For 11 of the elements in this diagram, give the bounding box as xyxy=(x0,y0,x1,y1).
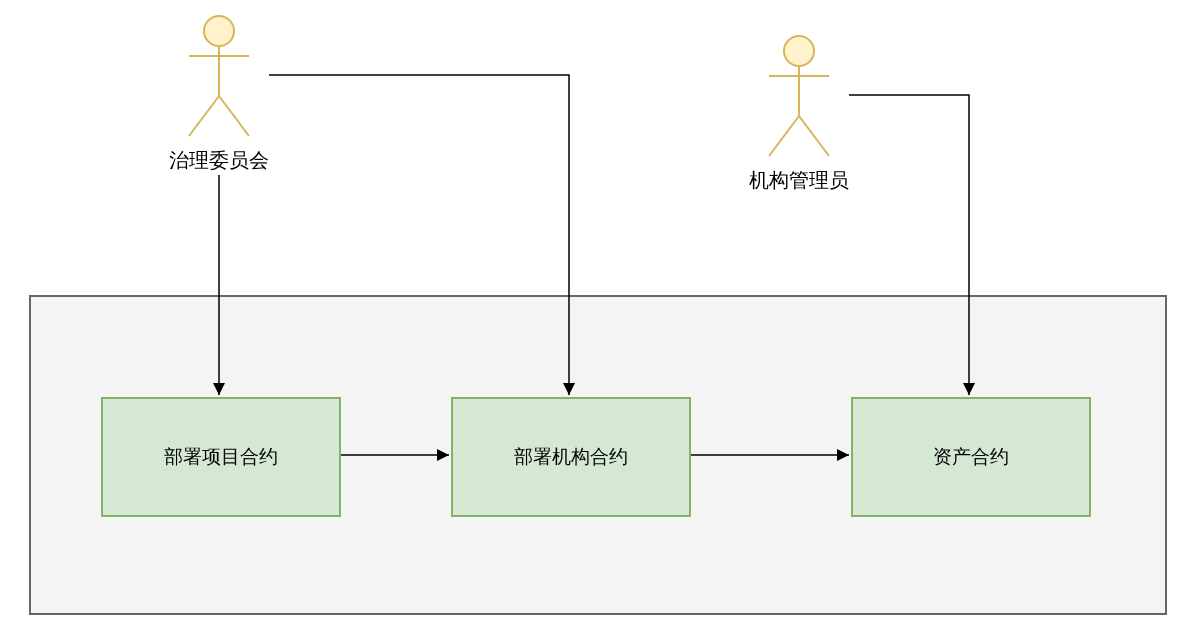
box-label: 部署机构合约 xyxy=(514,444,628,469)
arrow xyxy=(268,74,575,396)
arrow xyxy=(213,174,225,396)
box-label: 资产合约 xyxy=(933,444,1009,469)
arrow xyxy=(688,449,850,461)
box-label: 部署项目合约 xyxy=(164,444,278,469)
system-boundary-box xyxy=(29,295,1167,615)
arrow xyxy=(848,94,975,396)
actor-label: 治理委员会 xyxy=(169,147,269,174)
arrow xyxy=(338,449,450,461)
actor-label: 机构管理员 xyxy=(749,167,849,194)
